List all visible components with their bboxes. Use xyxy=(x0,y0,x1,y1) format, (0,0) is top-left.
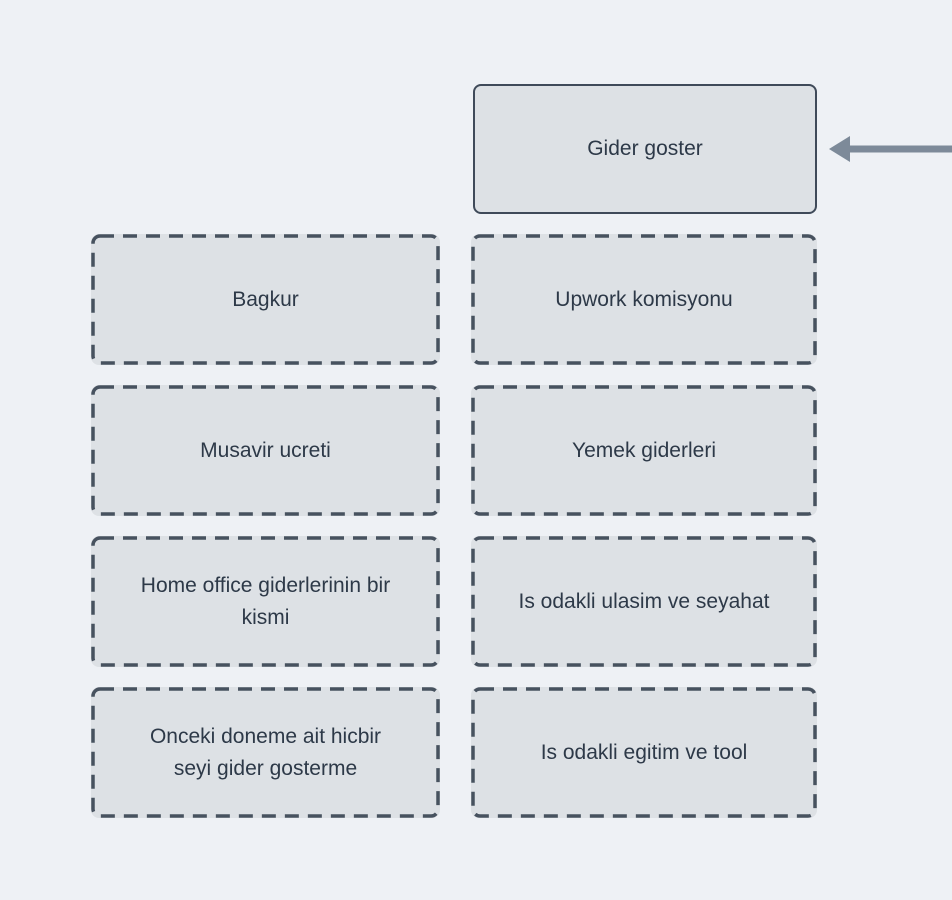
card-is-odakli-egitim-tool[interactable]: Is odakli egitim ve tool xyxy=(471,687,817,818)
card-label: Musavir ucreti xyxy=(200,438,331,462)
node-label: Gider goster xyxy=(587,137,703,161)
card-upwork-komisyonu[interactable]: Upwork komisyonu xyxy=(471,234,817,365)
card-home-office-giderleri[interactable]: Home office giderlerinin bir kismi xyxy=(91,536,440,667)
card-musavir-ucreti[interactable]: Musavir ucreti xyxy=(91,385,440,516)
card-label: Is odakli egitim ve tool xyxy=(540,740,748,764)
node-gider-goster[interactable]: Gider goster xyxy=(473,84,817,214)
card-label: Onceki doneme ait hicbir seyi gider gost… xyxy=(149,725,382,780)
card-label: Bagkur xyxy=(232,287,299,311)
card-onceki-doneme-gider-gosterme[interactable]: Onceki doneme ait hicbir seyi gider gost… xyxy=(91,687,440,818)
card-label: Yemek giderleri xyxy=(572,438,716,462)
card-is-odakli-ulasim-seyahat[interactable]: Is odakli ulasim ve seyahat xyxy=(471,536,817,667)
card-label: Is odakli ulasim ve seyahat xyxy=(518,589,770,613)
card-bagkur[interactable]: Bagkur xyxy=(91,234,440,365)
arrow-left-icon[interactable] xyxy=(829,131,952,167)
card-yemek-giderleri[interactable]: Yemek giderleri xyxy=(471,385,817,516)
card-label: Home office giderlerinin bir kismi xyxy=(140,574,391,629)
card-label: Upwork komisyonu xyxy=(555,287,733,311)
